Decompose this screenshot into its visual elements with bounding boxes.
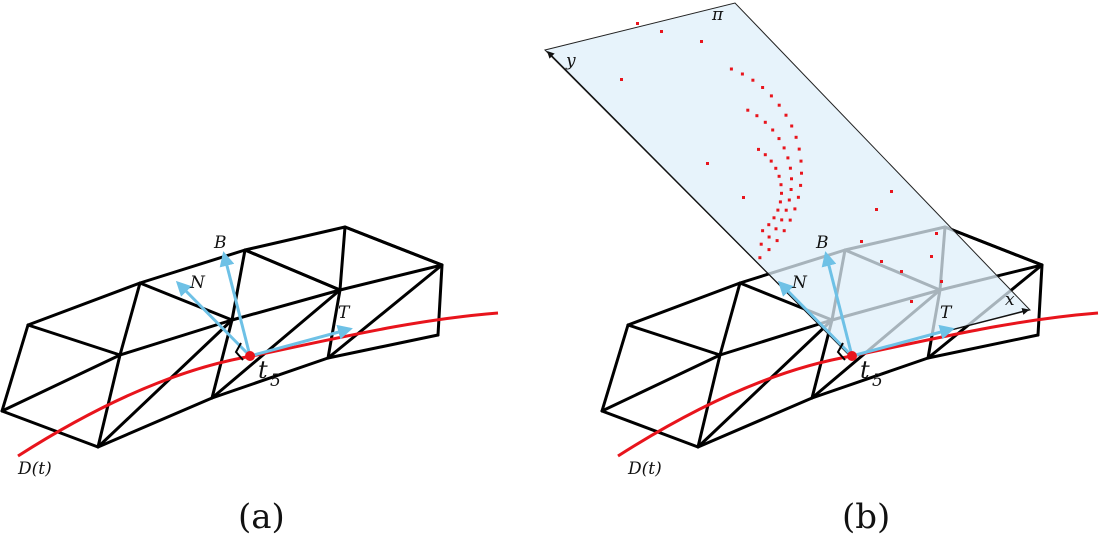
section-point [784, 113, 788, 117]
section-point [751, 78, 755, 82]
section-points [620, 22, 943, 303]
section-point [660, 30, 663, 33]
caption-b: (b) [842, 497, 890, 537]
section-point [794, 135, 798, 139]
section-point [636, 22, 639, 25]
section-point [700, 40, 703, 43]
section-point [763, 153, 767, 157]
label-point-a: t [258, 356, 268, 384]
label-y-axis: y [565, 51, 576, 71]
label-point-sub-b: 5 [872, 371, 883, 391]
frenet-vectors-a [175, 251, 353, 361]
section-point [860, 240, 863, 243]
section-point [776, 208, 780, 212]
label-curve-b: D(t) [627, 459, 662, 479]
section-point [742, 196, 745, 199]
section-point [769, 94, 773, 98]
label-curve-a: D(t) [17, 459, 52, 479]
section-point [880, 260, 883, 263]
section-point [782, 229, 786, 233]
mesh-a [0, 225, 444, 449]
section-point [757, 147, 760, 151]
section-point [767, 248, 771, 252]
section-point [800, 171, 803, 175]
frenet-vectors-b [777, 251, 955, 361]
section-point [910, 300, 913, 303]
label-plane: π [711, 5, 724, 25]
section-point [900, 270, 903, 273]
label-b-b: B [815, 233, 829, 253]
section-point [793, 207, 797, 211]
section-point [796, 195, 800, 199]
section-point [786, 156, 790, 160]
section-point [771, 128, 775, 132]
section-point [784, 208, 788, 212]
b-vector-a [219, 251, 252, 357]
section-point [767, 223, 771, 227]
section-point [761, 229, 765, 233]
section-point [740, 72, 744, 76]
section-point [746, 108, 750, 112]
section-point [875, 208, 878, 211]
section-point [788, 166, 792, 170]
section-point [799, 159, 803, 163]
label-point-sub-a: 5 [270, 371, 281, 391]
label-t-b: T [940, 303, 953, 323]
section-point [935, 232, 938, 235]
label-point-b: t [860, 356, 870, 384]
section-point [790, 124, 794, 128]
section-point [767, 235, 771, 239]
right-angle-mark-b [836, 342, 846, 361]
section-point [930, 255, 933, 258]
right-angle-mark-a [234, 342, 244, 361]
section-point [780, 218, 784, 222]
section-point [761, 86, 765, 89]
section-point [777, 103, 781, 107]
point-t5-b [847, 351, 857, 361]
section-point [775, 239, 779, 243]
section-point [729, 67, 733, 71]
label-n-b: N [791, 273, 808, 293]
section-point [706, 162, 709, 165]
section-point [777, 174, 781, 178]
point-t5-a [245, 351, 255, 361]
section-point [763, 120, 767, 124]
section-point [799, 183, 803, 187]
t-vector-a [249, 324, 353, 358]
label-n-a: N [189, 273, 206, 293]
section-point [787, 198, 791, 202]
section-point [780, 191, 783, 195]
section-point [759, 242, 763, 246]
section-point [778, 200, 782, 204]
b-vector-b [821, 251, 854, 357]
section-point [769, 159, 773, 163]
section-point [790, 177, 793, 181]
panel-b: B N T t 5 D(t) π x y (b) [544, 2, 1099, 537]
section-point [758, 256, 762, 260]
section-point [777, 137, 781, 141]
section-point [772, 216, 776, 220]
t-vector-b [851, 324, 955, 358]
section-point [797, 147, 801, 151]
section-point [782, 146, 786, 150]
section-point [755, 114, 759, 118]
section-point [788, 218, 792, 222]
caption-a: (a) [238, 497, 285, 537]
n-vector-a [175, 280, 252, 358]
section-point [620, 78, 623, 81]
y-axis-arrow [546, 50, 851, 357]
panel-a: B N T t 5 D(t) (a) [0, 225, 499, 537]
section-point [779, 183, 783, 187]
label-b-a: B [213, 233, 227, 253]
label-x-axis: x [1005, 290, 1015, 310]
section-point [789, 188, 793, 191]
section-point [774, 166, 778, 170]
label-t-a: T [338, 303, 351, 323]
section-point [890, 190, 893, 193]
curve-a [17, 311, 499, 458]
n-vector-b [777, 280, 854, 358]
section-point [774, 227, 778, 231]
section-point [940, 280, 943, 283]
